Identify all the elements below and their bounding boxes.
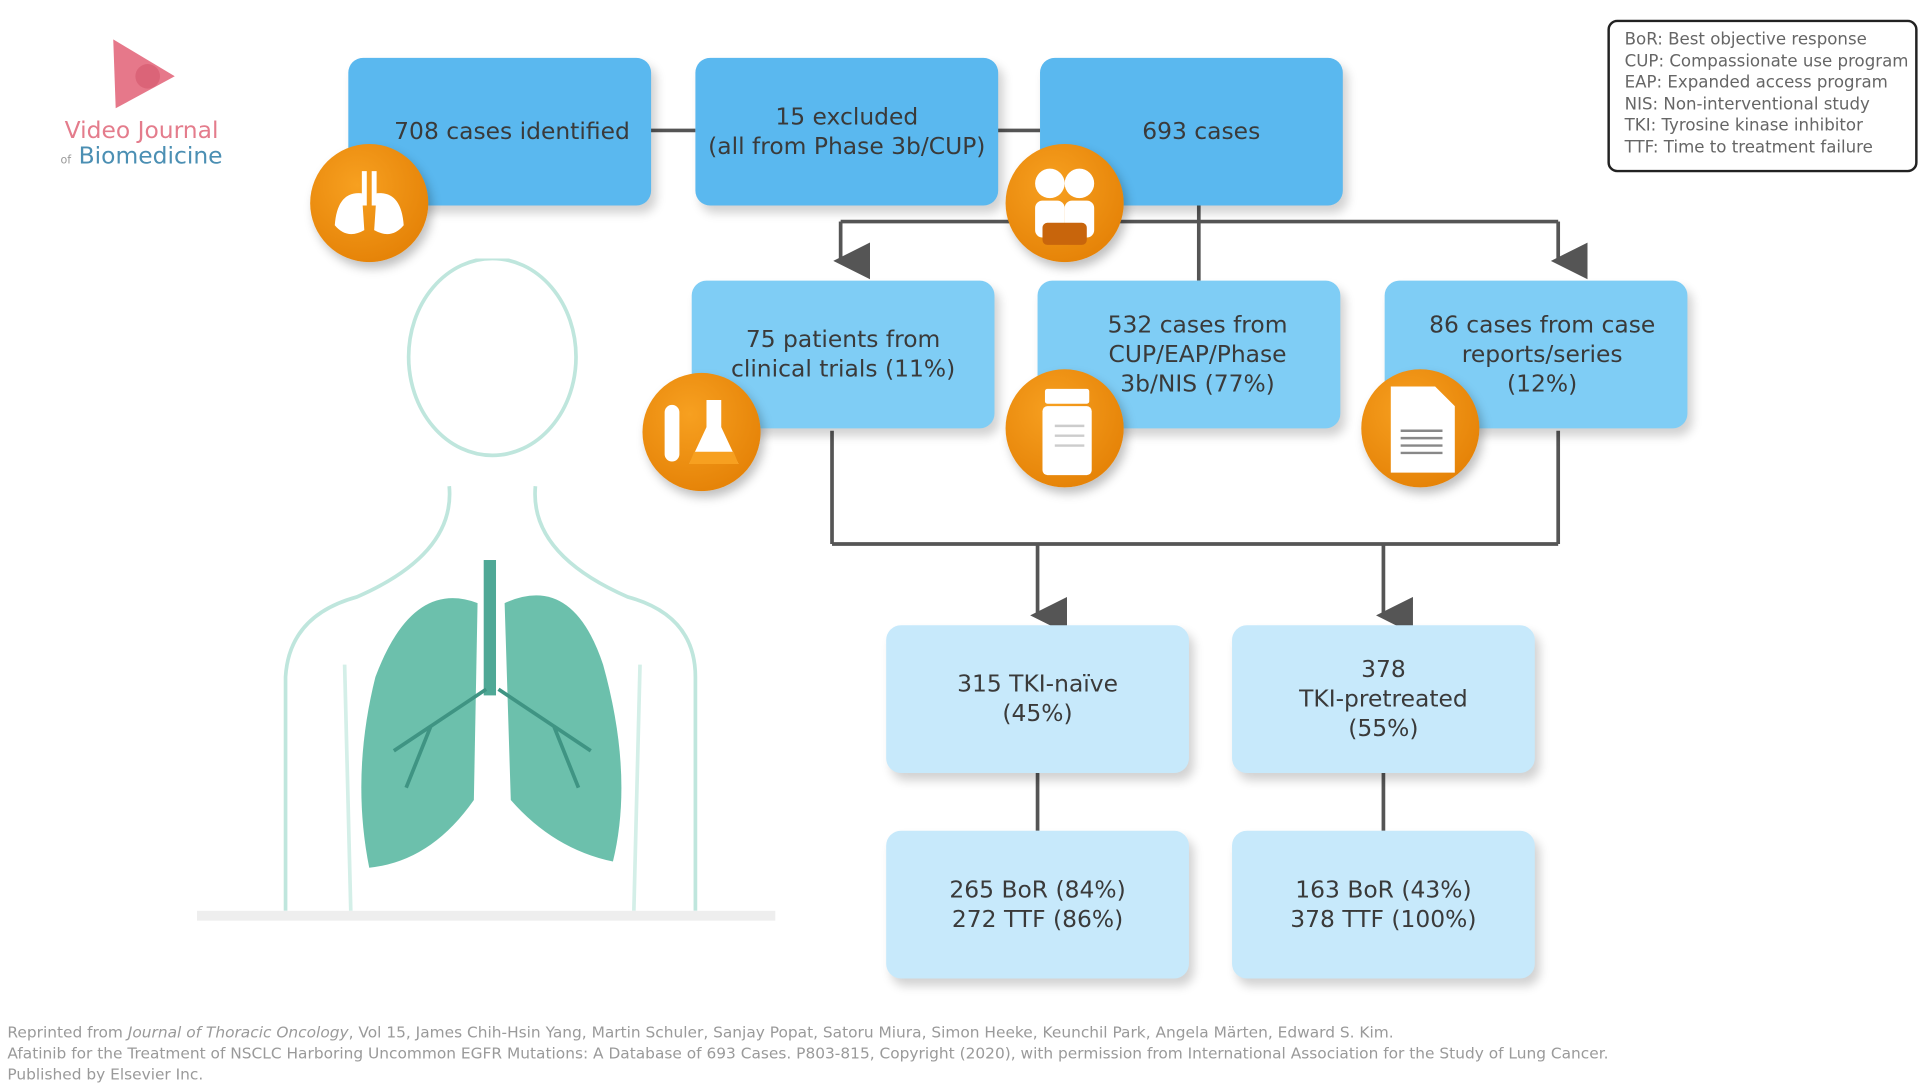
legend-item: TKI: Tyrosine kinase inhibitor xyxy=(1624,115,1863,136)
legend-item: BoR: Best objective response xyxy=(1624,29,1867,50)
box-pretreated-outcome: 163 BoR (43%) 378 TTF (100%) xyxy=(1232,830,1535,979)
pill-bottle-icon xyxy=(1005,369,1124,488)
logo: Video Journal of Biomedicine xyxy=(49,34,234,174)
logo-line2: Biomedicine xyxy=(78,142,223,170)
legend-item: EAP: Expanded access program xyxy=(1624,72,1888,93)
legend-item: CUP: Compassionate use program xyxy=(1624,51,1909,71)
footer-line3: Published by Elsevier Inc. xyxy=(7,1064,204,1084)
box-tki-naive: 315 TKI-naïve (45%) xyxy=(886,625,1189,773)
lungs-icon xyxy=(310,144,429,263)
legend-item: TTF: Time to treatment failure xyxy=(1624,137,1873,157)
abbreviation-legend: BoR: Best objective response CUP: Compas… xyxy=(1607,19,1918,173)
body-illustration xyxy=(196,258,776,921)
footer-prefix: Reprinted from xyxy=(7,1022,128,1042)
footer-line1: , Vol 15, James Chih-Hsin Yang, Martin S… xyxy=(348,1022,1394,1042)
legend-item: NIS: Non-interventional study xyxy=(1624,94,1870,114)
play-logo-icon xyxy=(113,39,175,109)
lab-flask-icon xyxy=(642,372,761,492)
citation-footer: Reprinted from Journal of Thoracic Oncol… xyxy=(7,1022,1608,1084)
footer-line2: Afatinib for the Treatment of NSCLC Harb… xyxy=(7,1043,1609,1063)
box-naive-outcome: 265 BoR (84%) 272 TTF (86%) xyxy=(886,830,1189,979)
box-tki-pretreated: 378 TKI-pretreated (55%) xyxy=(1232,625,1535,773)
logo-of: of xyxy=(60,155,72,168)
footer-journal: Journal of Thoracic Oncology xyxy=(127,1022,349,1042)
box-excluded: 15 excluded (all from Phase 3b/CUP) xyxy=(695,57,999,206)
logo-line1: Video Journal xyxy=(64,116,219,145)
document-icon xyxy=(1361,369,1480,488)
people-icon xyxy=(1005,144,1124,263)
